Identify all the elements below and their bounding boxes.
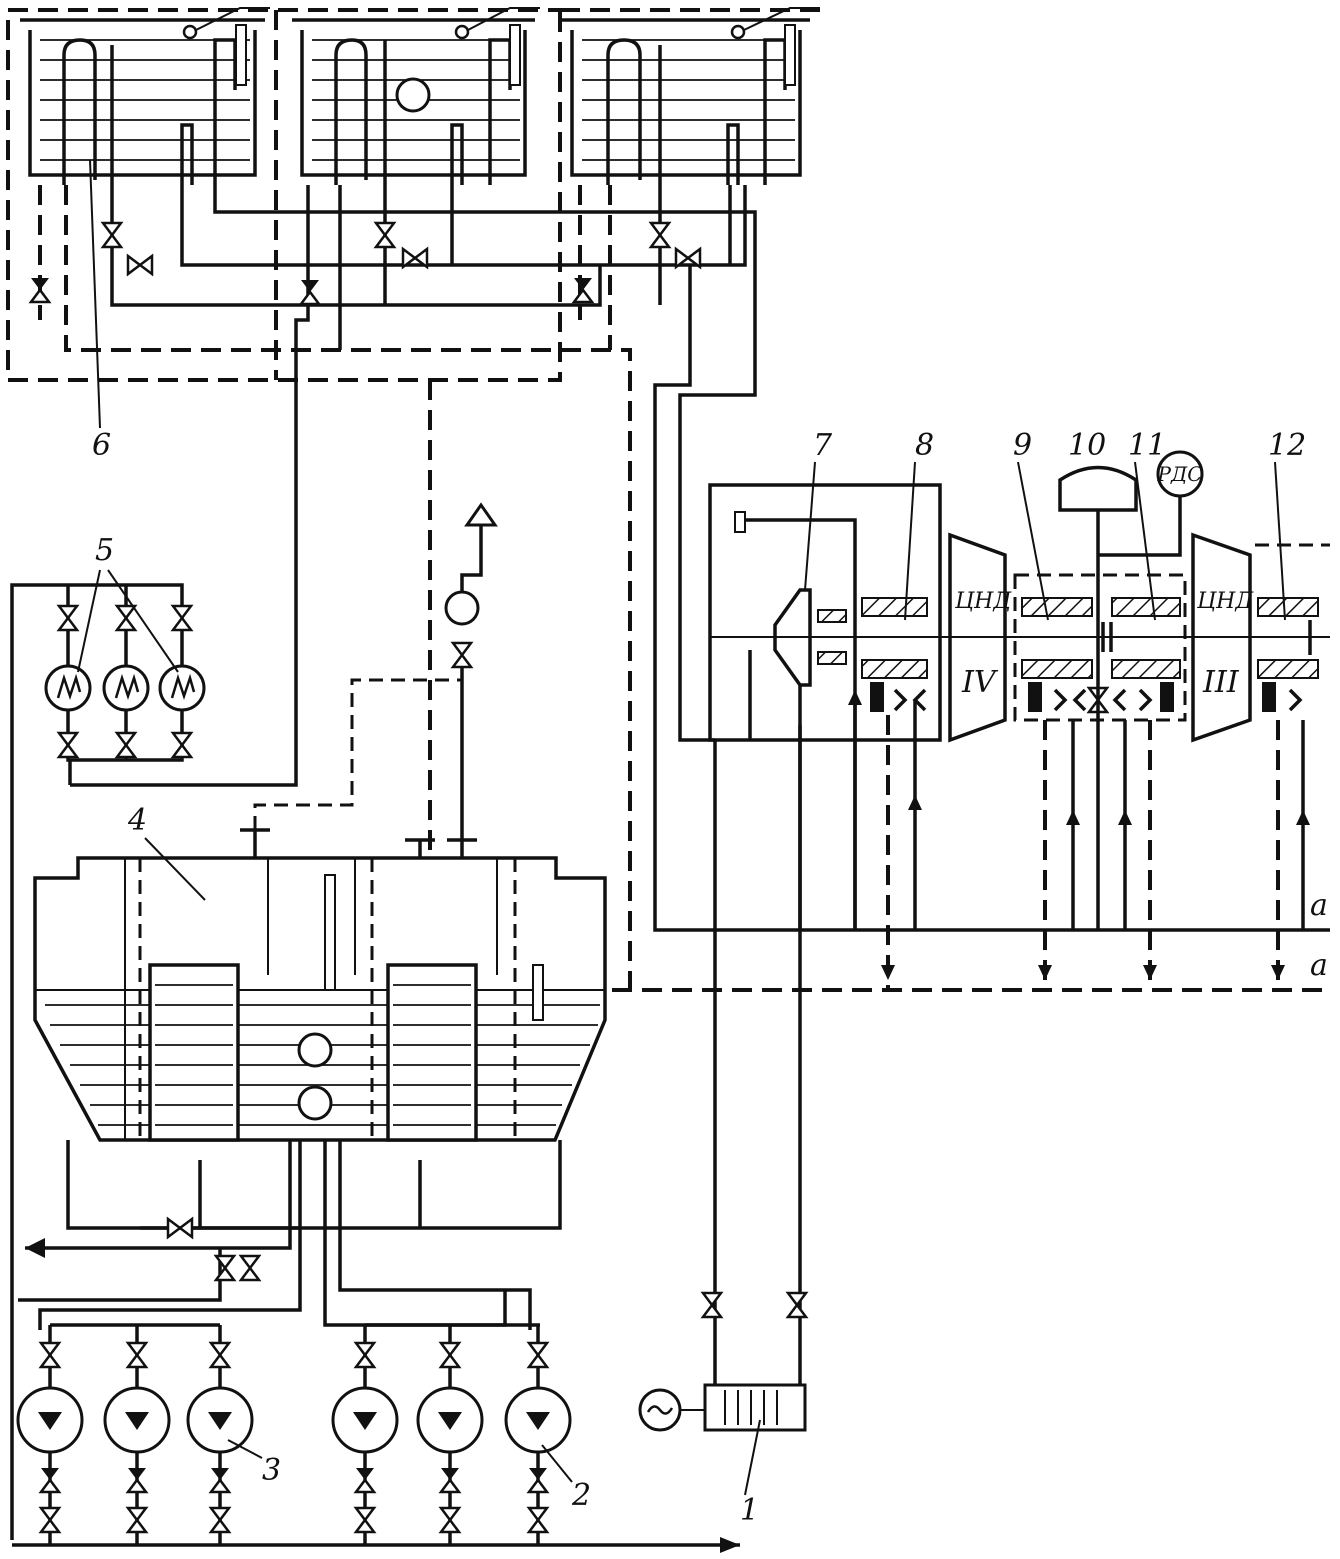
generator-cooler [638,725,808,1432]
label-iv: IV [961,665,999,700]
label-a-top: a [1310,888,1328,923]
label-7: 7 [813,428,833,463]
label-12: 12 [1268,428,1306,463]
tank-left [20,7,270,185]
label-a-bottom: a [1310,948,1328,983]
label-4: 4 [127,803,147,838]
label-cnd-right: ЦНД [1196,589,1254,614]
label-5: 5 [95,533,114,568]
label-8: 8 [915,428,934,463]
label-3: 3 [262,1453,281,1488]
label-10: 10 [1068,428,1106,463]
label-11: 11 [1128,428,1166,463]
label-9: 9 [1013,428,1032,463]
label-iii: III [1202,665,1240,700]
pumps [12,1323,740,1553]
main-tank [18,502,607,1330]
turbine-section [612,450,1330,992]
tank-right [562,7,820,185]
label-1: 1 [740,1493,759,1528]
label-rds: РДС [1156,462,1202,486]
tank-middle [292,7,540,185]
label-2: 2 [571,1478,591,1513]
labels: 1 2 3 4 5 6 7 8 9 10 11 12 РДС ЦНД ЦНД I… [77,159,1328,1528]
top-tanks [6,7,1330,992]
label-6: 6 [92,428,111,463]
label-cnd-left: ЦНД [954,589,1012,614]
